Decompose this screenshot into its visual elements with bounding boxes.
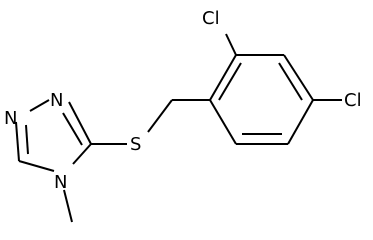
bond-s-ch2	[147, 99, 173, 133]
chlorine-top-label: Cl	[202, 8, 220, 29]
bond-n4-methyl	[63, 189, 73, 223]
bond-b3-b4-inner	[278, 62, 303, 101]
sulfur-label: S	[130, 134, 141, 155]
bond-n2-c3	[68, 101, 92, 145]
bond-b1-b2-inner	[218, 62, 242, 101]
bond-n4-c5	[18, 160, 55, 172]
bond-c5-n1	[15, 121, 20, 162]
bond-b1-b2	[209, 54, 237, 101]
bond-b6-b1	[209, 99, 237, 145]
bond-c5-n1-inner	[25, 124, 29, 155]
nitrogen-4-label: N	[54, 172, 67, 193]
bond-b4-b5	[287, 99, 314, 145]
bond-c3-n4	[72, 143, 92, 165]
nitrogen-2-label: N	[50, 90, 63, 111]
label-layer: Cl Cl S N N N	[4, 8, 362, 193]
molecule-structure: Cl Cl S N N N	[4, 8, 362, 223]
bond-b2-cl	[225, 33, 237, 56]
chlorine-right-label: Cl	[344, 90, 362, 111]
nitrogen-1-label: N	[4, 108, 17, 129]
bond-n2-c3-inner	[62, 112, 83, 146]
bond-b3-b4	[283, 54, 314, 101]
bond-n1-n2	[29, 99, 50, 112]
bond-layer	[15, 33, 342, 223]
